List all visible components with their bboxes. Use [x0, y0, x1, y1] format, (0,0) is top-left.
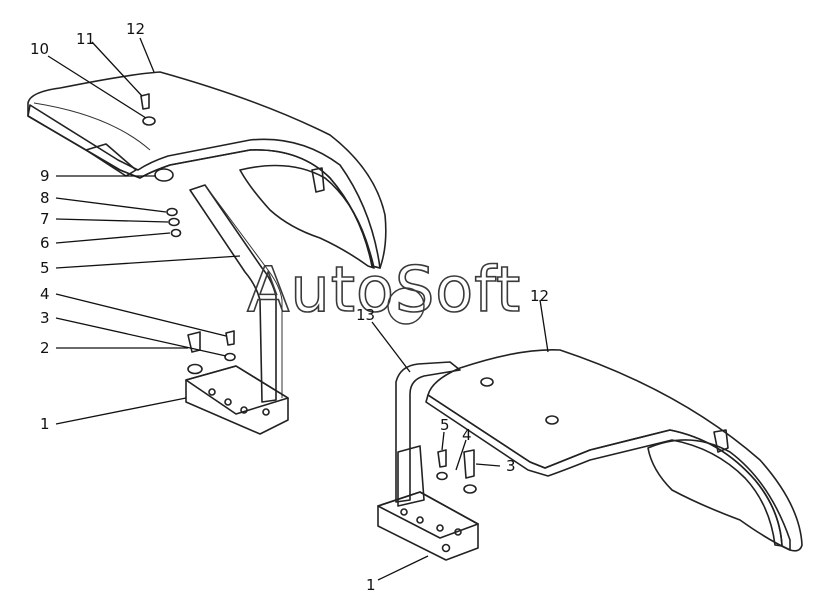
right-fender-bolt-a — [480, 377, 494, 387]
left-washer-2 — [187, 363, 203, 375]
callout-11: 11 — [76, 30, 95, 48]
right-base-hole-1 — [400, 508, 408, 516]
leader-11 — [91, 41, 143, 97]
nut-6 — [170, 228, 182, 238]
callout-3: 3 — [40, 309, 50, 327]
right-stay-gusset — [397, 445, 425, 507]
bolt-11 — [140, 93, 150, 110]
washer-10 — [142, 116, 156, 126]
right-washer-3 — [463, 484, 477, 494]
right-washer-4 — [436, 471, 448, 481]
callout-1-right: 1 — [366, 576, 376, 594]
leader-1b — [377, 555, 429, 581]
leader-5a — [55, 255, 241, 269]
watermark-text: AutoSoft — [247, 253, 521, 326]
left-stay-edge — [204, 184, 283, 398]
washer-7 — [168, 217, 180, 227]
right-fender-bolt-b — [545, 415, 559, 425]
watermark-o-ring — [387, 287, 425, 325]
bolt-4 — [225, 330, 235, 346]
leader-7 — [55, 218, 169, 223]
left-base-top — [185, 365, 289, 415]
callout-12: 12 — [126, 20, 145, 38]
leader-8 — [55, 197, 167, 213]
right-base-hole-2 — [416, 516, 424, 524]
leader-4a — [55, 293, 227, 337]
callout-2: 2 — [40, 339, 50, 357]
callout-13: 13 — [356, 306, 375, 324]
right-base-top — [377, 491, 479, 539]
left-fender-shell — [27, 71, 387, 269]
right-base-hole-3 — [436, 524, 444, 532]
leader-4b — [455, 439, 467, 471]
right-bolt-5 — [437, 449, 447, 468]
left-fender-boss — [154, 168, 174, 182]
callout-12-right: 12 — [530, 287, 549, 305]
left-front-plate — [85, 143, 137, 177]
callout-7: 7 — [40, 210, 50, 228]
right-fender-assembly — [377, 349, 803, 561]
left-fender-tab — [311, 167, 325, 193]
leader-13 — [371, 321, 411, 373]
callout-4-right: 4 — [462, 426, 472, 444]
right-fender-shell — [427, 349, 803, 552]
callout-6: 6 — [40, 234, 50, 252]
callout-labels: 12 11 10 9 8 7 6 5 4 3 2 1 13 12 5 4 3 1 — [30, 20, 549, 594]
right-fender-inner — [647, 439, 791, 551]
callout-3-right: 3 — [506, 457, 516, 475]
right-fender-rim — [425, 394, 783, 547]
callout-5: 5 — [40, 259, 50, 277]
leader-12a — [139, 37, 155, 73]
callout-10: 10 — [30, 40, 49, 58]
right-base-hole-5 — [441, 543, 451, 553]
callout-1: 1 — [40, 415, 50, 433]
callout-8: 8 — [40, 189, 50, 207]
leader-3a — [55, 317, 227, 357]
left-base-hole-4 — [262, 408, 270, 416]
right-base-hole-4 — [454, 528, 462, 536]
leader-10 — [47, 55, 147, 119]
leader-6 — [55, 232, 171, 244]
left-base-hole-1 — [208, 388, 216, 396]
washer-3 — [224, 352, 236, 362]
right-fender-tab — [713, 429, 729, 453]
callout-9: 9 — [40, 167, 50, 185]
left-fender-edge-line — [33, 102, 151, 151]
left-fender-assembly — [27, 71, 387, 435]
leader-lines — [47, 37, 549, 581]
right-base-bracket — [377, 491, 479, 561]
washer-8 — [166, 207, 178, 217]
right-support-stay — [395, 361, 461, 503]
leader-5b — [441, 431, 445, 451]
right-bolt-3 — [463, 449, 475, 479]
left-support-stay — [189, 184, 277, 403]
leader-12b — [539, 299, 549, 353]
callout-5-right: 5 — [440, 416, 450, 434]
leader-1a — [55, 397, 187, 425]
left-fender-rim — [27, 104, 381, 269]
left-base-hole-3 — [240, 406, 248, 414]
left-base-hole-2 — [224, 398, 232, 406]
leader-3b — [475, 463, 501, 467]
callout-4: 4 — [40, 285, 50, 303]
